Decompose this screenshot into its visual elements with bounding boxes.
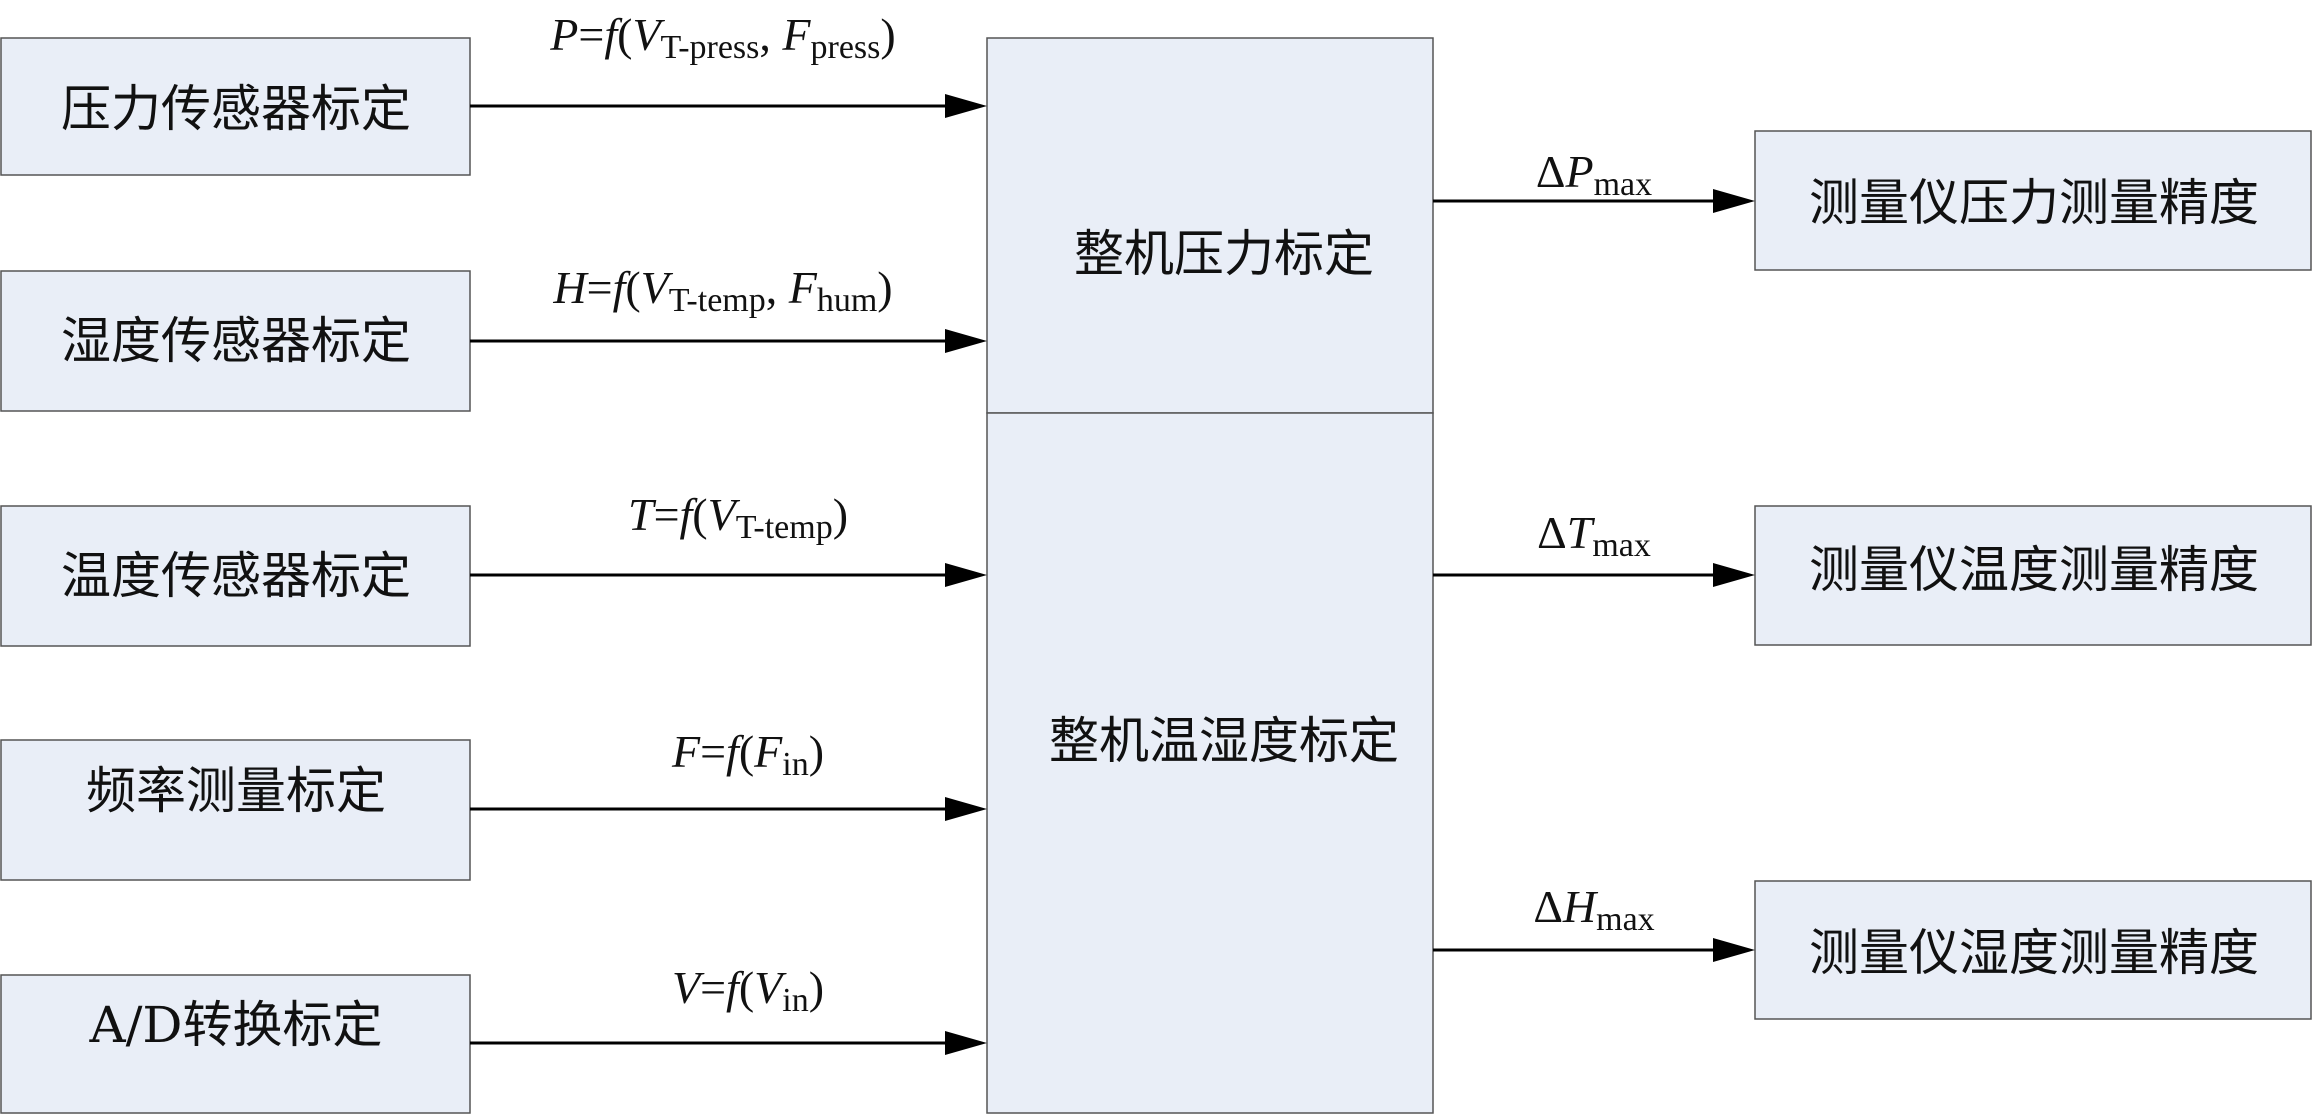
output-label-humidity-accuracy: 测量仪湿度测量精度	[1809, 924, 2259, 982]
arrow-central-to-humidity-accuracy	[1433, 938, 1755, 962]
arrow-central-to-temperature-accuracy	[1433, 563, 1755, 587]
central-label-temp-humidity: 整机温湿度标定	[1049, 712, 1399, 770]
input-label-ad-conversion: A/D转换标定	[88, 996, 382, 1054]
central-block-pressure: 整机压力标定	[986, 37, 1434, 414]
input-box-humidity-sensor: 湿度传感器标定	[0, 270, 471, 412]
arrow-pressure-to-central	[470, 94, 987, 118]
input-label-temperature-sensor: 温度传感器标定	[61, 547, 411, 605]
equation-pressure: P=f(VT-press, Fpress)	[549, 9, 895, 66]
output-label-temperature-accuracy: 测量仪温度测量精度	[1809, 541, 2259, 599]
central-block-temp-humidity: 整机温湿度标定	[986, 412, 1434, 1114]
equation-temperature: T=f(VT-temp)	[628, 489, 848, 546]
equation-voltage: V=f(Vin)	[672, 962, 824, 1019]
delta-pressure-max: ΔPmax	[1536, 146, 1652, 203]
output-box-pressure-accuracy: 测量仪压力测量精度	[1754, 130, 2312, 271]
delta-humidity-max: ΔHmax	[1533, 881, 1654, 938]
arrow-humidity-to-central	[470, 329, 987, 353]
input-box-pressure-sensor: 压力传感器标定	[0, 37, 471, 176]
input-box-frequency: 频率测量标定	[0, 739, 471, 881]
arrow-frequency-to-central	[470, 797, 987, 821]
input-box-temperature-sensor: 温度传感器标定	[0, 505, 471, 647]
input-label-pressure-sensor: 压力传感器标定	[61, 80, 411, 138]
output-box-humidity-accuracy: 测量仪湿度测量精度	[1754, 880, 2312, 1020]
input-label-humidity-sensor: 湿度传感器标定	[61, 312, 411, 370]
equation-humidity: H=f(VT-temp, Fhum)	[552, 262, 892, 319]
arrow-temperature-to-central	[470, 563, 987, 587]
delta-temperature-max: ΔTmax	[1537, 507, 1651, 564]
arrow-central-to-pressure-accuracy	[1433, 189, 1755, 213]
arrow-ad-to-central	[470, 1031, 987, 1055]
input-label-frequency: 频率测量标定	[86, 762, 386, 820]
output-box-temperature-accuracy: 测量仪温度测量精度	[1754, 505, 2312, 646]
central-label-pressure: 整机压力标定	[1074, 225, 1374, 283]
input-box-ad-conversion: A/D转换标定	[0, 974, 471, 1114]
output-label-pressure-accuracy: 测量仪压力测量精度	[1809, 174, 2259, 232]
equation-frequency: F=f(Fin)	[671, 726, 824, 783]
